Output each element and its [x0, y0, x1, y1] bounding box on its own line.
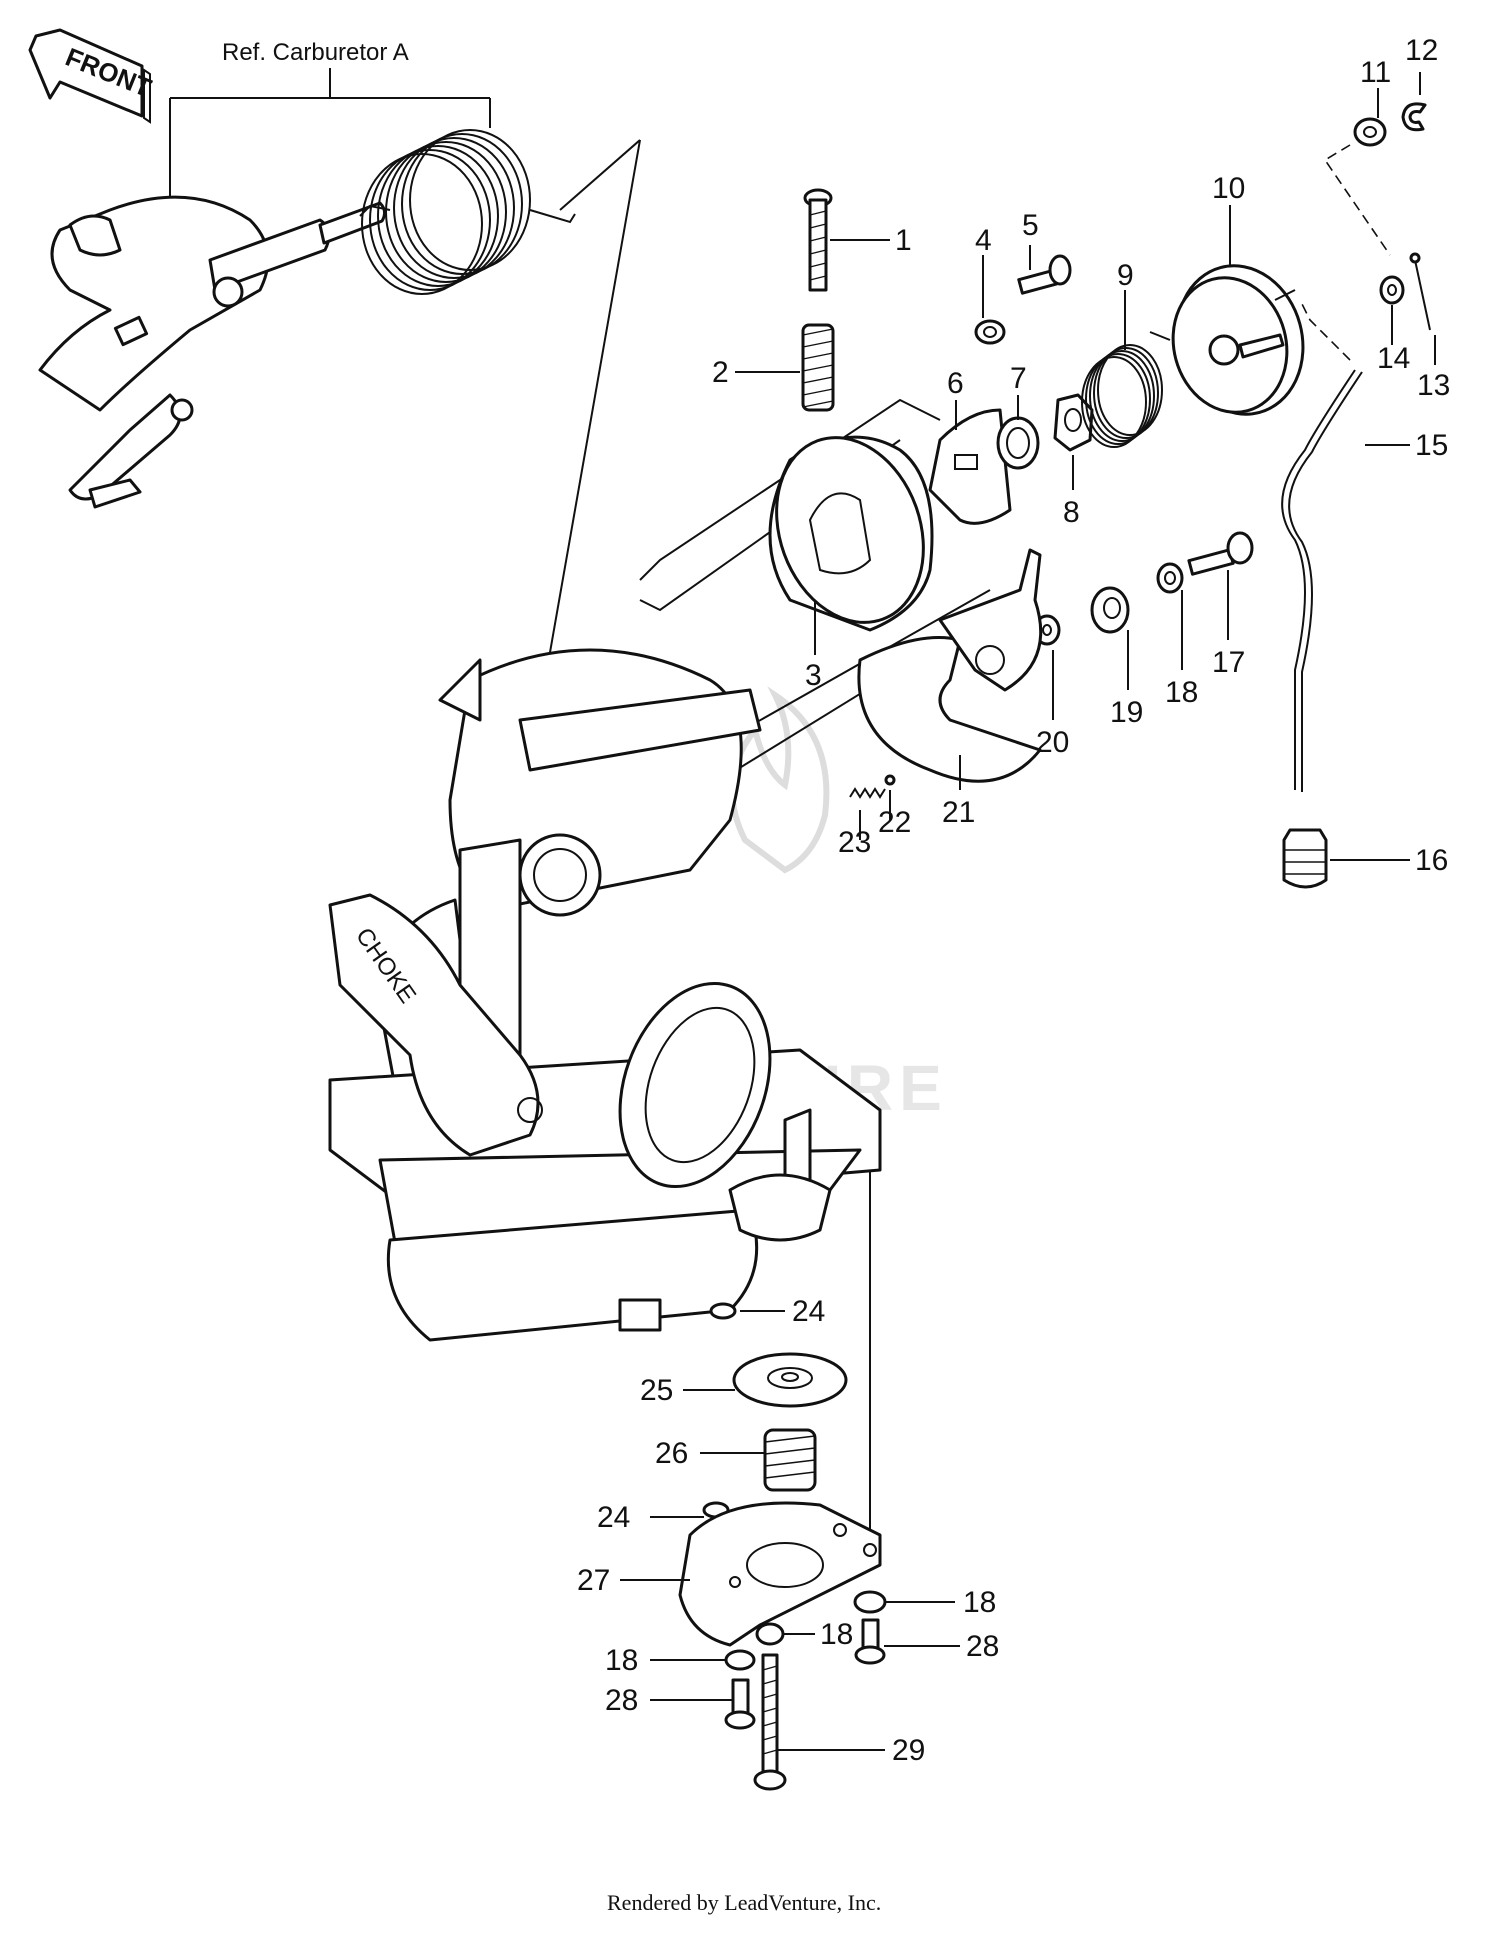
callout-18-lower-right: 18 — [963, 1586, 996, 1619]
callout-29: 29 — [892, 1734, 925, 1767]
callout-13: 13 — [1417, 369, 1450, 402]
part-28-screw-left — [724, 1678, 756, 1730]
part-19-collar — [1090, 586, 1130, 634]
callout-28-left: 28 — [605, 1684, 638, 1717]
part-18-washer-lower-left — [724, 1649, 756, 1671]
part-4-washer — [974, 319, 1006, 345]
callout-4: 4 — [975, 224, 992, 257]
choke-shaft-assembly — [38, 195, 387, 509]
part-28-screw-right — [854, 1618, 886, 1665]
part-26-spring — [763, 1428, 817, 1492]
callout-21: 21 — [942, 796, 975, 829]
callout-16: 16 — [1415, 844, 1448, 877]
callout-7: 7 — [1010, 362, 1027, 395]
callout-labels: 1 2 3 4 5 6 7 8 9 10 11 12 13 14 15 16 1… — [577, 34, 1450, 1767]
footer-credit: Rendered by LeadVenture, Inc. — [607, 1890, 881, 1915]
part-11-washer — [1353, 117, 1387, 147]
callout-12: 12 — [1405, 34, 1438, 67]
part-18-washer-lower-right — [853, 1590, 887, 1614]
part-24-washer-upper — [709, 1302, 737, 1320]
callout-9: 9 — [1117, 259, 1134, 292]
callout-1: 1 — [895, 224, 912, 257]
choke-lever: CHOKE — [328, 893, 543, 1157]
part-17-bolt — [1187, 531, 1254, 576]
part-14-washer — [1379, 275, 1405, 305]
callout-5: 5 — [1022, 209, 1039, 242]
callout-19: 19 — [1110, 696, 1143, 729]
callout-20: 20 — [1036, 726, 1069, 759]
part-15-cable — [1281, 369, 1363, 792]
callout-22: 22 — [878, 806, 911, 839]
callout-14: 14 — [1377, 342, 1410, 375]
part-10-pulley — [1149, 264, 1305, 416]
part-18-washer-lower-middle — [755, 1622, 785, 1646]
part-12-clip — [1401, 102, 1427, 132]
callout-6: 6 — [947, 367, 964, 400]
callout-24-lower: 24 — [597, 1501, 630, 1534]
callout-2: 2 — [712, 356, 729, 389]
part-3-pulley-drum — [768, 435, 934, 632]
part-23-spring — [849, 787, 886, 799]
part-16-boot — [1282, 828, 1328, 889]
part-25-diaphragm — [732, 1352, 848, 1408]
part-21-bracket — [857, 548, 1043, 783]
part-7-ring — [996, 416, 1040, 470]
part-6-plate — [928, 408, 1012, 525]
part-27-cover — [678, 1501, 882, 1647]
part-2-spring — [801, 323, 835, 412]
callout-25: 25 — [640, 1374, 673, 1407]
part-22-ball — [884, 774, 896, 786]
callout-24-upper: 24 — [792, 1295, 825, 1328]
callout-3: 3 — [805, 659, 822, 692]
callout-11: 11 — [1360, 56, 1391, 89]
choke-return-spring — [359, 129, 576, 295]
part-13-pin — [1409, 252, 1431, 331]
part-5-bolt — [1017, 254, 1072, 295]
callout-23: 23 — [838, 826, 871, 859]
callout-8: 8 — [1063, 496, 1080, 529]
callout-10: 10 — [1212, 172, 1245, 205]
part-1-screw — [803, 188, 833, 292]
leader-lines — [620, 72, 1436, 1751]
part-29-long-screw — [753, 1653, 787, 1791]
callout-17: 17 — [1212, 646, 1245, 679]
callout-26: 26 — [655, 1437, 688, 1470]
callout-28-right: 28 — [966, 1630, 999, 1663]
callout-18-lower-middle: 18 — [820, 1618, 853, 1651]
callout-15: 15 — [1415, 429, 1448, 462]
reference-label: Ref. Carburetor A — [222, 39, 409, 66]
callout-18-upper: 18 — [1165, 676, 1198, 709]
part-18-washer-upper — [1156, 562, 1184, 594]
part-9-torsion-spring — [1081, 344, 1163, 448]
callout-18-lower-left: 18 — [605, 1644, 638, 1677]
front-arrow-icon: FRONT — [28, 28, 156, 124]
reference-bracket — [169, 68, 491, 200]
callout-27: 27 — [577, 1564, 610, 1597]
